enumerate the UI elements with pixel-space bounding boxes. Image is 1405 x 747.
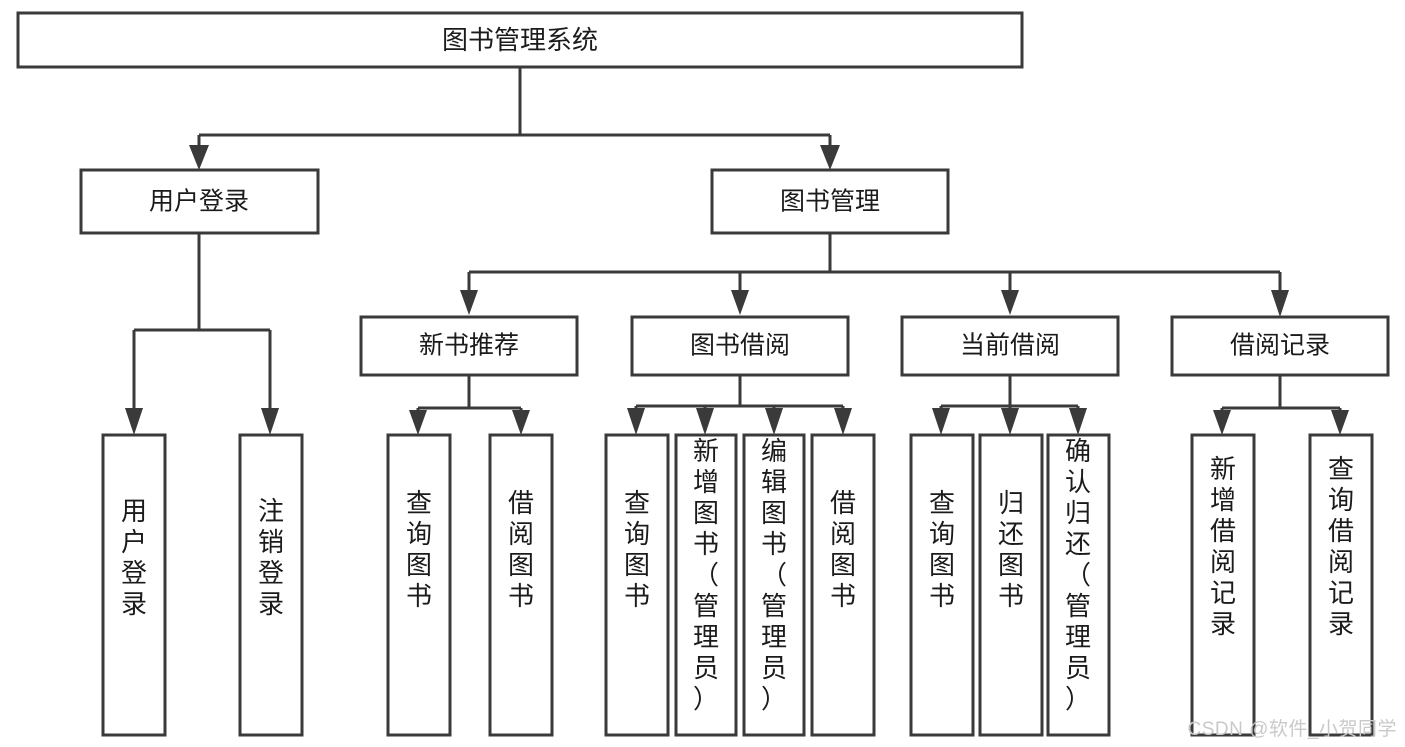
arrow-cb-c3 [1069, 408, 1087, 435]
leaf-user-logout-box[interactable] [238, 433, 304, 737]
arrow-nbr-c1 [409, 410, 427, 435]
leaf-query-book-3[interactable]: 查询图书 [909, 433, 975, 737]
arrow-nbr-c2 [512, 410, 530, 435]
leaf-user-login-label: 用户登录 [121, 496, 147, 619]
node-current-borrow-box[interactable] [900, 315, 1120, 377]
connector-group-book-borrow [627, 375, 852, 435]
leaf-query-book-2-box[interactable] [604, 433, 670, 737]
arrow-bm-c1 [460, 290, 478, 315]
connector-group-root [189, 67, 840, 170]
leaf-borrow-book-2[interactable]: 借阅图书 [810, 433, 876, 737]
arrow-bm-c3 [1001, 290, 1019, 315]
leaf-query-book-3-box[interactable] [909, 433, 975, 737]
connector-group-book-manage [460, 233, 1289, 317]
leaf-confirm-return-box[interactable] [1046, 433, 1111, 737]
arrow-br-c1 [1213, 410, 1231, 435]
node-new-book-recommend[interactable]: 新书推荐 [359, 315, 579, 377]
leaf-query-book-1-box[interactable] [386, 433, 452, 737]
node-user-login-label: 用户登录 [149, 188, 249, 216]
node-current-borrow[interactable]: 当前借阅 [900, 315, 1120, 377]
leaf-add-record-box[interactable] [1190, 433, 1256, 737]
leaf-borrow-book-1[interactable]: 借阅图书 [488, 433, 554, 737]
leaf-user-login[interactable]: 用户登录 [101, 433, 167, 737]
node-book-manage-box[interactable] [710, 168, 950, 235]
connector-group-new-book-recommend [409, 375, 530, 435]
leaf-confirm-return[interactable]: 确认归还（管理员） [1046, 433, 1111, 737]
node-borrow-record-box[interactable] [1170, 315, 1390, 377]
node-root-box[interactable] [16, 11, 1024, 69]
csdn-watermark: CSDN @软件_小贺同学 [1187, 719, 1397, 740]
node-user-login-box[interactable] [79, 168, 320, 235]
node-book-manage[interactable]: 图书管理 [710, 168, 950, 235]
leaf-confirm-return-label: 确认归还（管理员） [1065, 436, 1091, 714]
leaf-edit-book-box[interactable] [742, 433, 806, 737]
leaf-query-record-label: 查询借阅记录 [1328, 454, 1354, 639]
connector-group-current-borrow [932, 375, 1087, 435]
node-borrow-record-label: 借阅记录 [1230, 332, 1330, 360]
node-book-borrow-label: 图书借阅 [690, 332, 790, 360]
arrow-bm-c4 [1271, 290, 1289, 317]
leaf-query-book-1[interactable]: 查询图书 [386, 433, 452, 737]
arrow-root-to-user-login [189, 145, 209, 170]
arrow-bb-c1 [627, 408, 645, 435]
arrow-cb-c1 [932, 408, 950, 435]
leaf-return-book-label: 归还图书 [998, 488, 1024, 611]
leaf-borrow-book-2-label: 借阅图书 [830, 488, 856, 611]
leaf-user-logout-label: 注销登录 [258, 496, 284, 619]
node-user-login[interactable]: 用户登录 [79, 168, 320, 235]
leaf-query-book-2-label: 查询图书 [624, 488, 650, 611]
leaf-add-record-label: 新增借阅记录 [1210, 454, 1236, 639]
leaf-add-record[interactable]: 新增借阅记录 [1190, 433, 1256, 737]
leaf-user-logout[interactable]: 注销登录 [238, 433, 304, 737]
node-borrow-record[interactable]: 借阅记录 [1170, 315, 1390, 377]
arrow-ul-c2 [261, 408, 279, 435]
node-current-borrow-label: 当前借阅 [960, 332, 1060, 360]
node-book-manage-label: 图书管理 [780, 188, 880, 216]
arrow-bb-c4 [834, 408, 852, 435]
leaf-add-book-box[interactable] [674, 433, 738, 737]
connector-group-user-login [125, 233, 279, 435]
node-new-book-recommend-label: 新书推荐 [419, 332, 519, 360]
node-root-label: 图书管理系统 [442, 25, 598, 55]
arrow-bm-c2 [731, 290, 749, 315]
leaf-query-book-1-label: 查询图书 [406, 488, 432, 611]
leaf-edit-book-label: 编辑图书（管理员） [761, 436, 787, 714]
leaf-user-login-box[interactable] [101, 433, 167, 737]
arrow-root-to-book-manage [820, 145, 840, 170]
connector-group-borrow-record [1213, 375, 1349, 435]
leaf-query-book-2[interactable]: 查询图书 [604, 433, 670, 737]
leaf-query-record[interactable]: 查询借阅记录 [1308, 433, 1374, 737]
node-root[interactable]: 图书管理系统 [16, 11, 1024, 69]
node-book-borrow[interactable]: 图书借阅 [630, 315, 850, 377]
leaf-add-book[interactable]: 新增图书（管理员） [674, 433, 738, 737]
leaf-query-record-box[interactable] [1308, 433, 1374, 737]
leaf-return-book[interactable]: 归还图书 [978, 433, 1044, 737]
arrow-br-c2 [1331, 410, 1349, 435]
arrow-cb-c2 [1001, 408, 1019, 435]
leaf-borrow-book-1-box[interactable] [488, 433, 554, 737]
arrow-bb-c3 [765, 408, 783, 435]
leaf-query-book-3-label: 查询图书 [929, 488, 955, 611]
leaf-return-book-box[interactable] [978, 433, 1044, 737]
leaf-borrow-book-1-label: 借阅图书 [508, 488, 534, 611]
leaf-borrow-book-2-box[interactable] [810, 433, 876, 737]
leaf-edit-book[interactable]: 编辑图书（管理员） [742, 433, 806, 737]
arrow-ul-c1 [125, 408, 143, 435]
leaf-add-book-label: 新增图书（管理员） [693, 436, 719, 714]
node-new-book-recommend-box[interactable] [359, 315, 579, 377]
arrow-bb-c2 [696, 408, 714, 435]
node-book-borrow-box[interactable] [630, 315, 850, 377]
